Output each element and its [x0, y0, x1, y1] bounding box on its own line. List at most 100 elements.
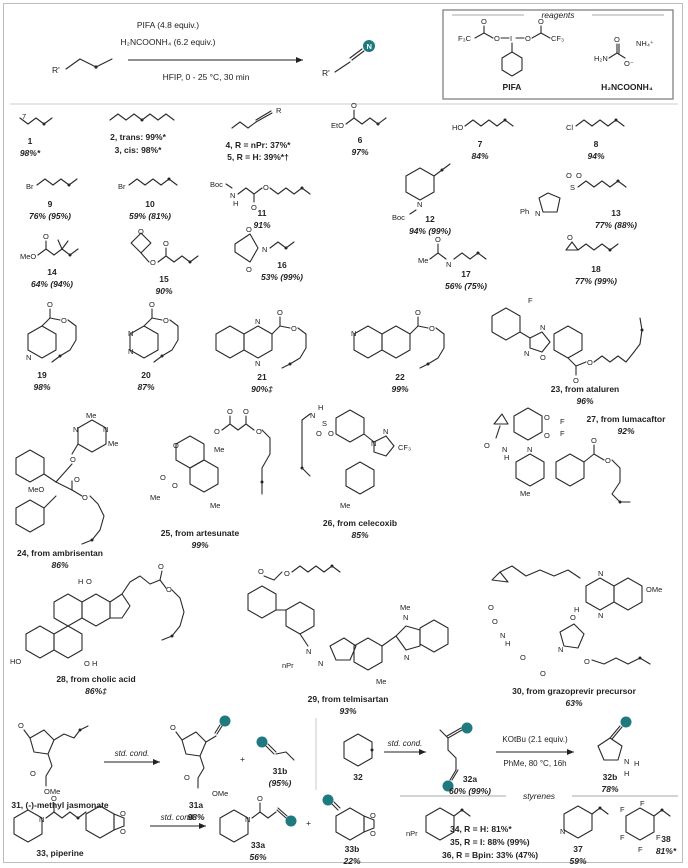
atom-label: O [214, 427, 220, 436]
atom-label: O [525, 34, 531, 43]
label-22: 22 [395, 372, 405, 382]
atom-label: Boc [210, 180, 223, 189]
nitrile-32b-icon [620, 716, 632, 728]
atom-label: std. cond. [388, 739, 423, 748]
reagent-pifa: PIFA (4.8 equiv.) [137, 20, 199, 30]
row-7: O OMe O 31, (-)-methyl jasmonate std. co… [11, 715, 639, 822]
atom-label: nPr [282, 661, 294, 670]
row-8: N O O O 33, piperine std. cond. N O 33a … [13, 791, 678, 866]
nitrile-31b-icon [256, 736, 268, 748]
yield-6: 97% [351, 147, 368, 157]
yield-22: 99% [391, 384, 408, 394]
product-r-label: R' [322, 68, 330, 78]
substrate-r-label: R' [52, 65, 60, 75]
label-1: 1 [28, 136, 33, 146]
yield-11: 91% [253, 220, 270, 230]
atom-label: N [383, 427, 388, 436]
atom-label: Br [26, 182, 34, 191]
yield-31a: 98% [187, 812, 204, 822]
atom-label: O [576, 171, 582, 180]
atom-label: O [43, 232, 49, 241]
atom-label: H [78, 577, 83, 586]
yield-10: 59% (81%) [129, 211, 171, 221]
atom-label: O [591, 436, 597, 445]
atom-label: F [560, 417, 565, 426]
atom-label: O [370, 811, 376, 820]
atom-label: I [510, 34, 512, 43]
label-32: 32 [353, 772, 363, 782]
atom-label: O [429, 324, 435, 333]
label-34: 34, R = H: 81%* [450, 824, 512, 834]
atom-label: O [435, 235, 441, 244]
label-32b: 32b [603, 772, 618, 782]
label-31: 31, (-)-methyl jasmonate [11, 800, 109, 810]
atom-label: 7 [22, 112, 26, 121]
atom-label: N [500, 631, 505, 640]
atom-label: O [246, 265, 252, 274]
atom-label: O [150, 258, 156, 267]
atom-label: O [18, 721, 24, 730]
row-6: HO O H O H O O 28, from cholic acid 86%‡… [10, 562, 662, 716]
atom-label: O [415, 308, 421, 317]
label-19: 19 [37, 370, 47, 380]
atom-label: O [614, 35, 620, 44]
atom-label: N [624, 757, 629, 766]
label-3: 3, cis: 98%* [115, 145, 162, 155]
atom-label: H [574, 605, 579, 614]
label-37: 37 [573, 844, 583, 854]
label-35: 35, R = I: 88% (99%) [450, 837, 530, 847]
yield-26: 85% [351, 530, 368, 540]
atom-label: N [230, 191, 235, 200]
atom-label: NH₄⁺ [636, 39, 654, 48]
atom-label: O [149, 300, 155, 309]
atom-label: O [484, 441, 490, 450]
atom-label: O [566, 171, 572, 180]
yield-17: 56% (75%) [445, 281, 487, 291]
atom-label: O [166, 585, 172, 594]
atom-label: O [277, 308, 283, 317]
atom-label: H₂N [594, 54, 608, 63]
atom-label: Me [108, 439, 118, 448]
atom-label: OMe [212, 789, 228, 798]
atom-label: EtO [331, 121, 344, 130]
atom-label: O [74, 475, 80, 484]
atom-label: N [39, 815, 44, 824]
atom-label: N [128, 347, 133, 356]
atom-label: N [598, 569, 603, 578]
atom-label: O [570, 613, 576, 622]
atom-label: O [82, 493, 88, 502]
reagent-carbamate: H₂NCOONH₄ (6.2 equiv.) [121, 37, 216, 47]
atom-label: O [605, 456, 611, 465]
atom-label: S [570, 183, 575, 192]
atom-label: F [620, 833, 625, 842]
atom-label: O [84, 659, 90, 668]
yield-25: 99% [191, 540, 208, 550]
label-33b: 33b [345, 844, 360, 854]
atom-label: F [528, 296, 533, 305]
atom-label: N [404, 653, 409, 662]
atom-label: O [257, 794, 263, 803]
atom-label: O [243, 407, 249, 416]
label-14: 14 [47, 267, 57, 277]
label-25: 25, from artesunate [161, 528, 240, 538]
label-32a: 32a [463, 774, 477, 784]
label-36: 36, R = Bpin: 33% (47%) [442, 850, 538, 860]
atom-label: O [351, 101, 357, 110]
yield-1: 98%* [20, 148, 41, 158]
atom-label: O [172, 481, 178, 490]
atom-label: N [262, 245, 267, 254]
atom-label: N [558, 645, 563, 654]
atom-label: N [527, 445, 532, 454]
atom-label: O [30, 769, 36, 778]
yield-9: 76% (95%) [29, 211, 71, 221]
atom-label: HO [452, 123, 463, 132]
yield-29: 93% [339, 706, 356, 716]
atom-label: KOtBu (2.1 equiv.) [502, 735, 568, 744]
atom-label: O [544, 431, 550, 440]
atom-label: Me [210, 501, 220, 510]
atom-label: F [560, 429, 565, 438]
atom-label: N [73, 425, 78, 434]
atom-label: N [417, 200, 422, 209]
atom-label: O [256, 427, 262, 436]
atom-label: O [370, 829, 376, 838]
